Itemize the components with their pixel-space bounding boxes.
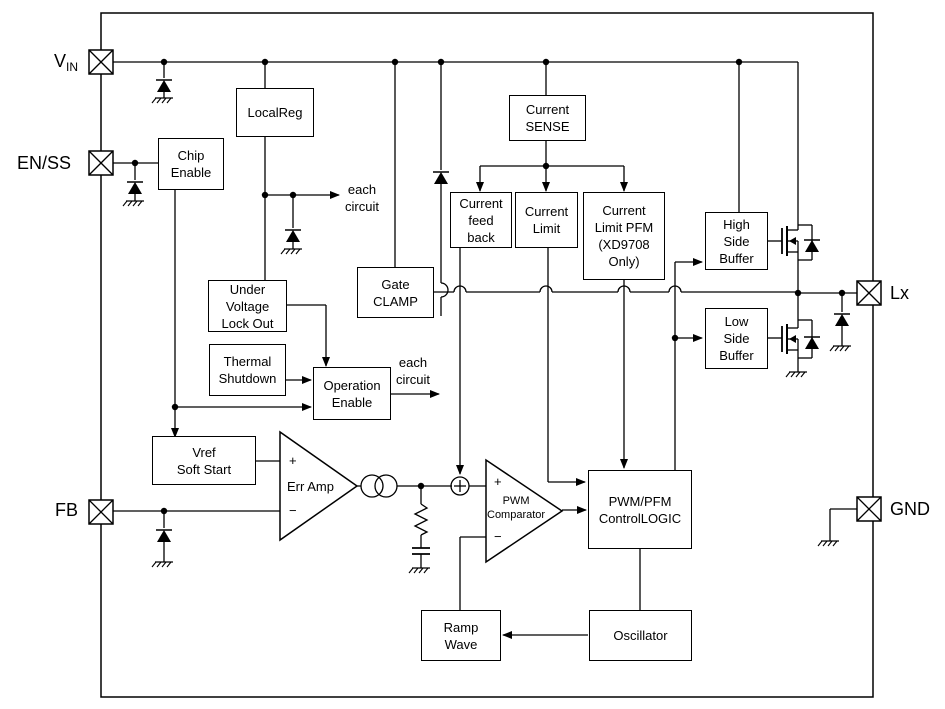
each-circuit-label-2: each circuit bbox=[396, 355, 430, 387]
pin-en-ss bbox=[88, 150, 114, 176]
operation-enable-block: Operation Enable bbox=[313, 367, 391, 420]
pin-label-vin-sub: IN bbox=[66, 60, 79, 74]
pin-vin bbox=[88, 49, 114, 75]
pin-lx bbox=[856, 280, 882, 306]
current-feedback-block: Current feed back bbox=[450, 192, 512, 248]
gate-clamp-block: Gate CLAMP bbox=[357, 267, 434, 318]
pwm-comparator-minus: − bbox=[494, 529, 502, 544]
err-amp-label: Err Amp bbox=[287, 479, 334, 494]
err-amp-plus: + bbox=[289, 453, 297, 468]
thermal-shutdown-block: Thermal Shutdown bbox=[209, 344, 286, 396]
pwm-comparator-plus: + bbox=[494, 474, 502, 489]
current-limit-block: Current Limit bbox=[515, 192, 578, 248]
low-side-buffer-block: Low Side Buffer bbox=[705, 308, 768, 369]
pin-label-vin: VIN bbox=[54, 51, 78, 77]
uvlo-block: Under Voltage Lock Out bbox=[208, 280, 287, 332]
pin-label-lx: Lx bbox=[890, 283, 910, 303]
pin-label-en-ss: EN/SS bbox=[17, 153, 72, 173]
err-amp-minus: − bbox=[289, 503, 297, 518]
pin-fb bbox=[88, 499, 114, 525]
high-side-buffer-block: High Side Buffer bbox=[705, 212, 768, 270]
chip-enable-block: Chip Enable bbox=[158, 138, 224, 190]
pwm-comparator-label: PWM Comparator bbox=[487, 495, 546, 521]
pin-label-vin-main: V bbox=[54, 51, 67, 71]
ramp-wave-block: Ramp Wave bbox=[421, 610, 501, 661]
oscillator-block: Oscillator bbox=[589, 610, 692, 661]
pin-gnd bbox=[856, 496, 882, 522]
local-reg-block: LocalReg bbox=[236, 88, 314, 137]
current-sense-block: Current SENSE bbox=[509, 95, 586, 141]
pin-label-gnd: GND bbox=[890, 499, 930, 519]
current-limit-pfm-block: Current Limit PFM (XD9708 Only) bbox=[583, 192, 665, 280]
vref-soft-start-block: Vref Soft Start bbox=[152, 436, 256, 485]
pin-label-fb: FB bbox=[55, 500, 79, 520]
pwm-pfm-logic-block: PWM/PFM ControlLOGIC bbox=[588, 470, 692, 549]
each-circuit-label-1: each circuit bbox=[345, 182, 379, 214]
